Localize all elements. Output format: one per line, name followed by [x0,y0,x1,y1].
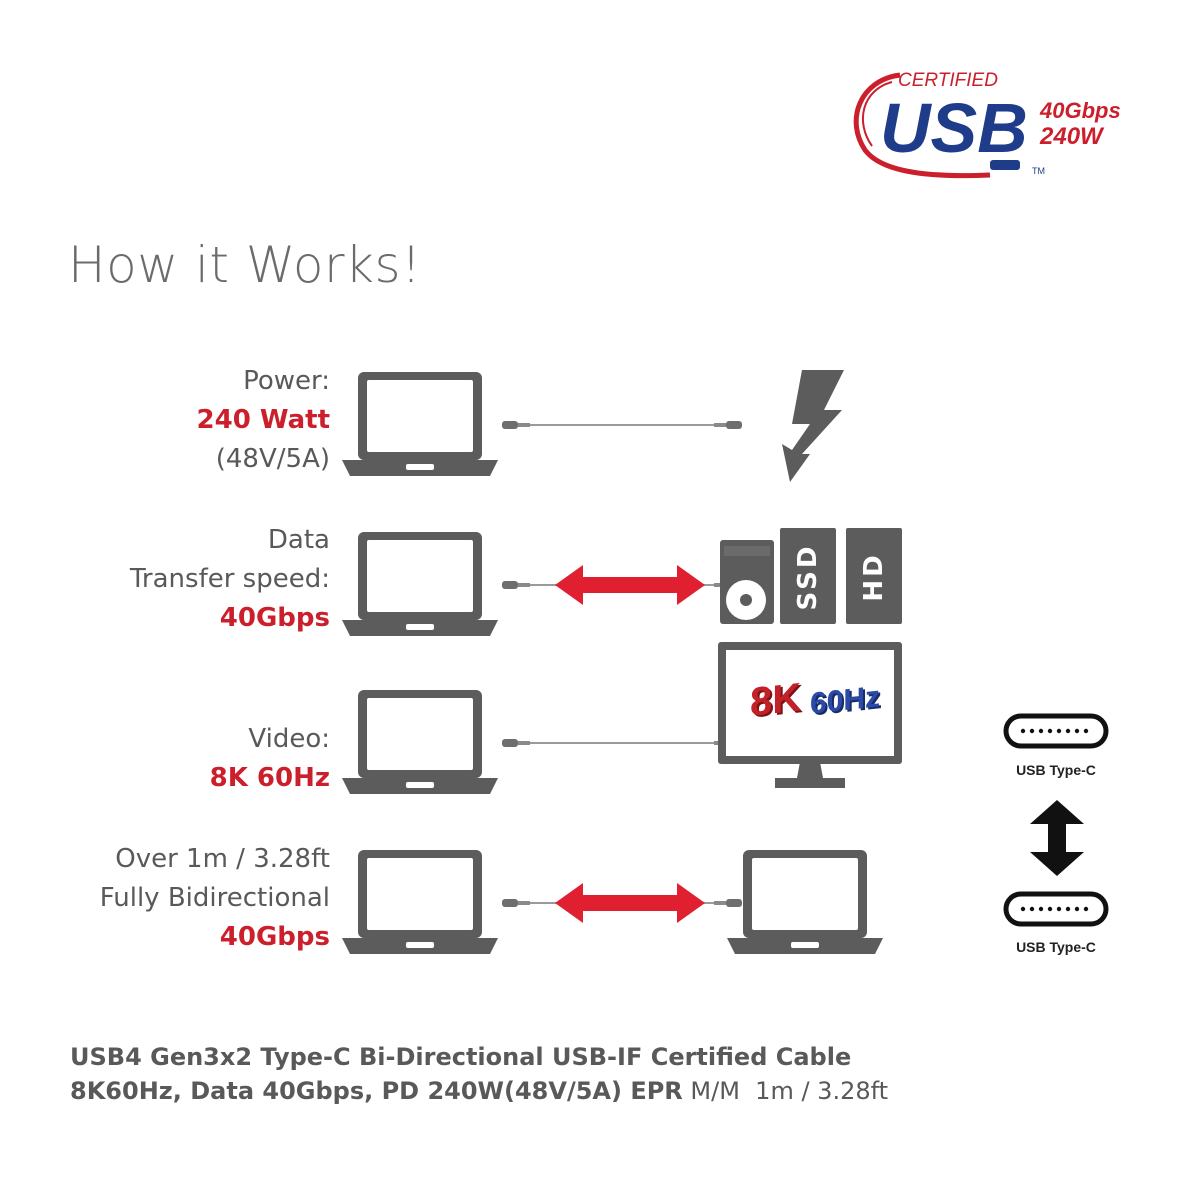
laptop-icon [342,850,498,954]
usb-type-c-label: USB Type-C [1016,762,1096,778]
laptop-icon [727,850,883,954]
monitor-stand [775,762,845,788]
logo-power-text: 240W [1039,123,1105,150]
bidirectional-arrow-icon [555,565,705,605]
logo-usb-text: USB [880,89,1028,167]
row-video-label: Video: 8K 60Hz [210,720,330,798]
monitor-60hz-text: 60Hz [810,680,881,721]
monitor-8k-text: 8K [750,675,802,725]
power-value: 240 Watt [196,405,330,435]
lightning-bolt-icon [782,370,844,482]
laptop-icon [342,532,498,636]
bidirectional-arrow-icon [555,883,705,923]
logo-certified-text: CERTIFIED [898,70,998,91]
usb-type-c-port-icon [1003,713,1109,749]
row-data-label: Data Transfer speed: 40Gbps [130,521,330,638]
bidir-label-line: Over 1m / 3.28ft [115,844,330,874]
hd-drive: HD [846,528,902,624]
usb-certified-logo: CERTIFIED USB 40Gbps 240W TM [840,60,1140,190]
video-value: 8K 60Hz [209,763,330,793]
laptop-icon [342,372,498,476]
data-label-line2: Transfer speed: [129,564,330,594]
usb-type-c-label: USB Type-C [1016,939,1096,955]
data-label-line: Data [267,525,330,555]
power-label-line: Power: [243,366,330,396]
laptop-icon [342,690,498,794]
footer-line2-bold: 8K60Hz, Data 40Gbps, PD 240W(48V/5A) EPR [70,1077,683,1105]
row-bidirectional-label: Over 1m / 3.28ft Fully Bidirectional 40G… [100,840,330,957]
bidir-label-line2: Fully Bidirectional [99,883,330,913]
footer-line1: USB4 Gen3x2 Type-C Bi-Directional USB-IF… [70,1043,852,1071]
product-description: USB4 Gen3x2 Type-C Bi-Directional USB-IF… [70,1040,888,1108]
vertical-double-arrow-icon [1030,800,1084,876]
video-label-line: Video: [248,724,330,754]
data-value: 40Gbps [219,603,330,633]
logo-speed-text: 40Gbps [1039,98,1121,123]
ssd-drive: SSD [780,528,836,624]
footer-line2-rest: M/M 1m / 3.28ft [682,1077,889,1105]
logo-tm-text: TM [1032,166,1045,176]
hd-label: HD [859,552,889,602]
usb-c-cable [502,739,742,747]
monitor-icon: 8K 60Hz [718,642,902,764]
power-spec: (48V/5A) [215,444,330,474]
usb-type-c-port-icon [1003,891,1109,927]
row-power-label: Power: 240 Watt (48V/5A) [197,362,330,479]
page-title: How it Works! [68,236,422,294]
bidir-value: 40Gbps [219,922,330,952]
usb-c-cable [502,421,742,429]
monitor-screen: 8K 60Hz [726,650,894,756]
ssd-label: SSD [793,543,823,611]
optical-drive-icon [720,540,774,624]
